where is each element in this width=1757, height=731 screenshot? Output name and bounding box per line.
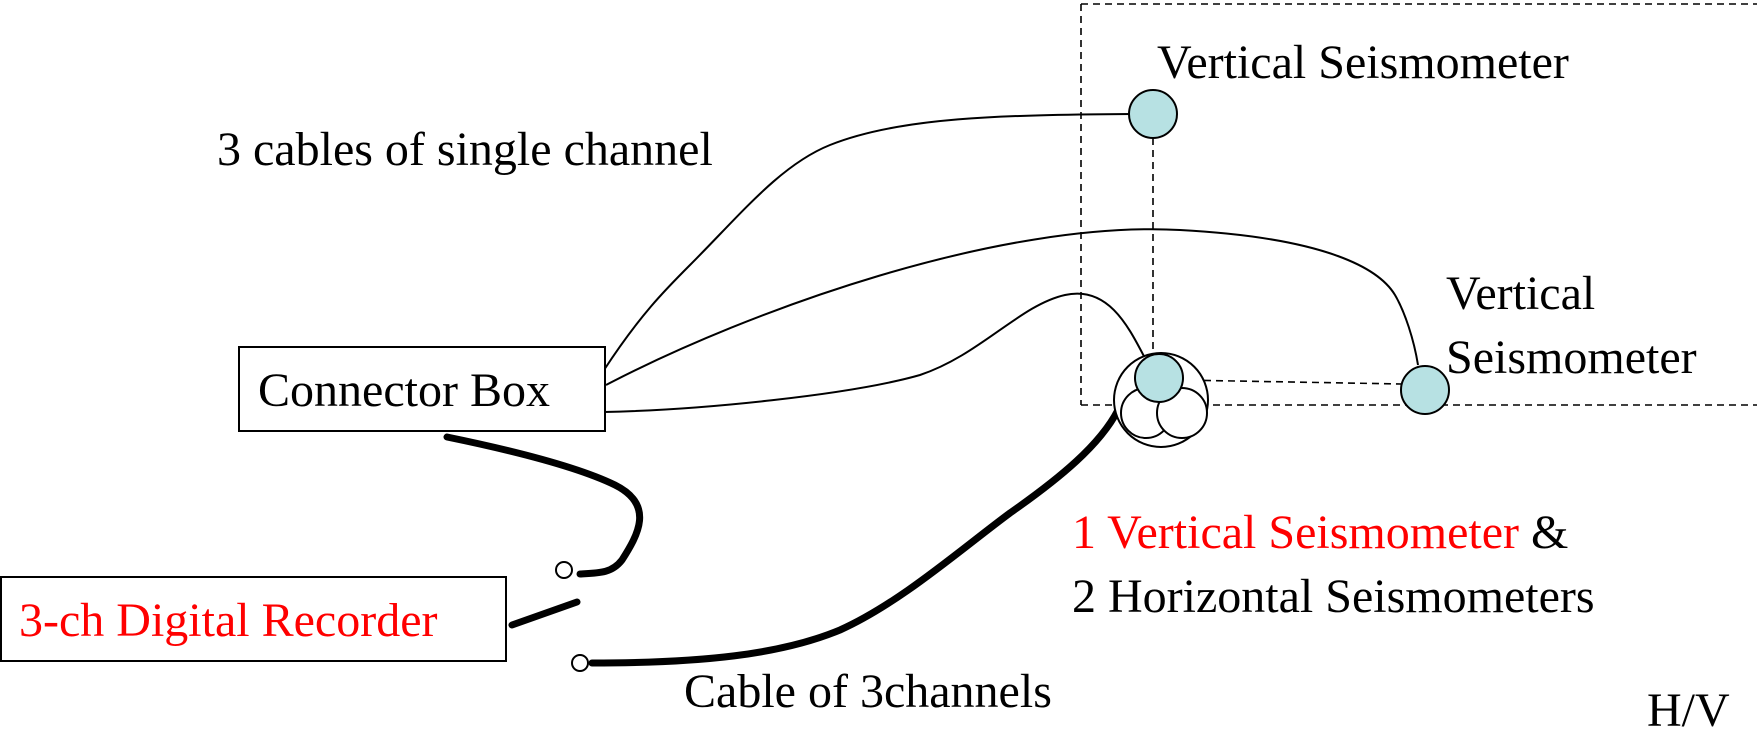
connector-box-label: Connector Box bbox=[258, 364, 550, 417]
cable-to-right-vertical-seismometer bbox=[605, 228, 1419, 386]
thick-cables bbox=[443, 406, 1122, 667]
center-vertical-seismometer bbox=[1134, 353, 1184, 403]
cable-connector-box-to-switch bbox=[443, 433, 644, 578]
single-cables-label: 3 cables of single channel bbox=[217, 123, 713, 176]
combo-label-line2: 2 Horizontal Seismometers bbox=[1072, 570, 1595, 623]
switch-contact bbox=[508, 598, 581, 629]
combo-label-line1: 1 Vertical Seismometer & bbox=[1072, 506, 1568, 559]
right-vertical-label-line2: Seismometer bbox=[1446, 331, 1697, 384]
three-component-seismometer-cluster bbox=[1113, 352, 1209, 448]
combo-label-amp: & bbox=[1519, 506, 1568, 559]
switch-terminal-lower bbox=[571, 654, 589, 672]
connector-box bbox=[238, 346, 606, 432]
recorder-box bbox=[0, 576, 507, 662]
cable-to-center-vertical-seismometer bbox=[603, 292, 1148, 413]
top-vertical-seismometer-label: Vertical Seismometer bbox=[1157, 36, 1569, 89]
combo-label-red: 1 Vertical Seismometer bbox=[1072, 506, 1519, 559]
recorder-label: 3-ch Digital Recorder bbox=[19, 594, 438, 647]
right-vertical-label-line1: Vertical bbox=[1446, 267, 1595, 320]
cable-to-top-vertical-seismometer bbox=[603, 113, 1134, 371]
right-vertical-seismometer bbox=[1400, 365, 1450, 415]
cable-of-3-channels bbox=[588, 406, 1122, 667]
hv-label: H/V bbox=[1647, 684, 1730, 731]
switch-terminal-upper bbox=[555, 561, 573, 579]
switch-terminals bbox=[555, 561, 589, 672]
top-vertical-seismometer bbox=[1128, 89, 1178, 139]
cable-3ch-label: Cable of 3channels bbox=[684, 665, 1052, 718]
single-channel-cables bbox=[603, 113, 1419, 413]
dashed-alignment-lines bbox=[1152, 138, 1403, 385]
dashed-line-horizontal bbox=[1179, 379, 1403, 385]
